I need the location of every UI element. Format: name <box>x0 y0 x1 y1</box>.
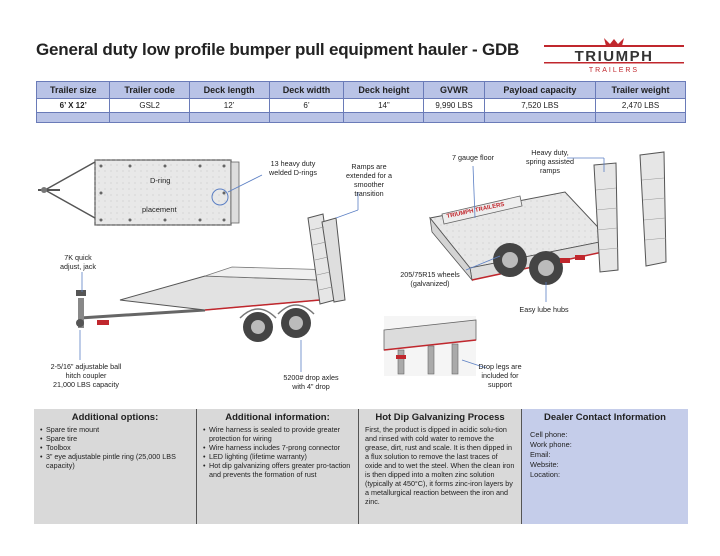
options-list: Spare tire mount Spare tire Toolbox 3” e… <box>40 425 190 470</box>
dealer-work-phone: Work phone: <box>530 440 572 449</box>
options-panel: Additional options: Spare tire mount Spa… <box>34 409 197 524</box>
process-panel: Hot Dip Galvanizing Process First, the p… <box>359 409 522 524</box>
table-row <box>35 112 686 123</box>
info-title: Additional information: <box>225 412 330 423</box>
logo-subtext: TRAILERS <box>589 67 639 74</box>
dealer-website: Website: <box>530 460 559 469</box>
callout-floor: 7 gauge floor <box>452 153 494 162</box>
options-title: Additional options: <box>71 412 159 423</box>
specs-cell: 9,990 LBS <box>423 98 485 113</box>
dealer-cell-phone: Cell phone: <box>530 430 568 439</box>
list-item: LED lighting (lifetime warranty) <box>203 452 352 461</box>
info-panel: Additional information: Wire harness is … <box>197 409 359 524</box>
dealer-email: Email: <box>530 450 551 459</box>
info-list: Wire harness is sealed to provide greate… <box>203 425 352 479</box>
list-item: Wire harness is sealed to provide greate… <box>203 425 352 443</box>
dealer-location: Location: <box>530 470 560 479</box>
callout-hubs: Easy lube hubs <box>519 305 569 314</box>
drop-legs-detail <box>383 316 487 376</box>
callout-ramps-heavy: Heavy duty,spring assisted ramps <box>526 148 574 175</box>
dealer-panel: Dealer Contact Information Cell phone: W… <box>522 409 688 524</box>
top-view-trailer <box>38 159 263 226</box>
process-title: Hot Dip Galvanizing Process <box>375 412 505 423</box>
specs-cell: GSL2 <box>109 98 190 113</box>
table-row: 6’ X 12’ GSL2 12’ 6’ 14” 9,990 LBS 7,520… <box>35 98 686 113</box>
process-text: First, the product is dipped in acidic s… <box>365 425 515 506</box>
info-panels: Additional options: Spare tire mount Spa… <box>34 409 688 524</box>
brand-logo: TRIUMPH TRAILERS <box>538 36 690 76</box>
specs-cell: 12’ <box>188 98 270 113</box>
specs-header: Deck height <box>343 81 425 99</box>
list-item: Spare tire <box>40 434 190 443</box>
list-item: Wire harness includes 7-prong connector <box>203 443 352 452</box>
page-title: General duty low profile bumper pull equ… <box>36 40 520 59</box>
list-item: 3” eye adjustable pintle ring (25,000 LB… <box>40 452 190 470</box>
logo-wordmark: TRIUMPH <box>575 48 654 65</box>
callout-wheels: 205/75R15 wheels(galvanized) <box>400 270 460 288</box>
list-item: Hot dip galvanizing offers greater pro-t… <box>203 461 352 479</box>
list-item: Toolbox <box>40 443 190 452</box>
specs-cell: 6’ <box>268 98 345 113</box>
side-view-trailer <box>76 192 359 372</box>
specs-cell: 14” <box>343 98 425 113</box>
specs-table: Trailer size Trailer code Deck length De… <box>35 81 686 123</box>
triumph-logo-icon: TRIUMPH TRAILERS <box>544 38 684 74</box>
specs-header: Trailer weight <box>595 81 686 99</box>
placement-label: placement <box>142 205 178 214</box>
specs-header: Trailer size <box>35 81 111 99</box>
specs-header: GVWR <box>423 81 485 99</box>
dring-label: D-ring <box>150 176 170 185</box>
list-item: Spare tire mount <box>40 425 190 434</box>
dealer-title: Dealer Contact Information <box>544 412 666 423</box>
